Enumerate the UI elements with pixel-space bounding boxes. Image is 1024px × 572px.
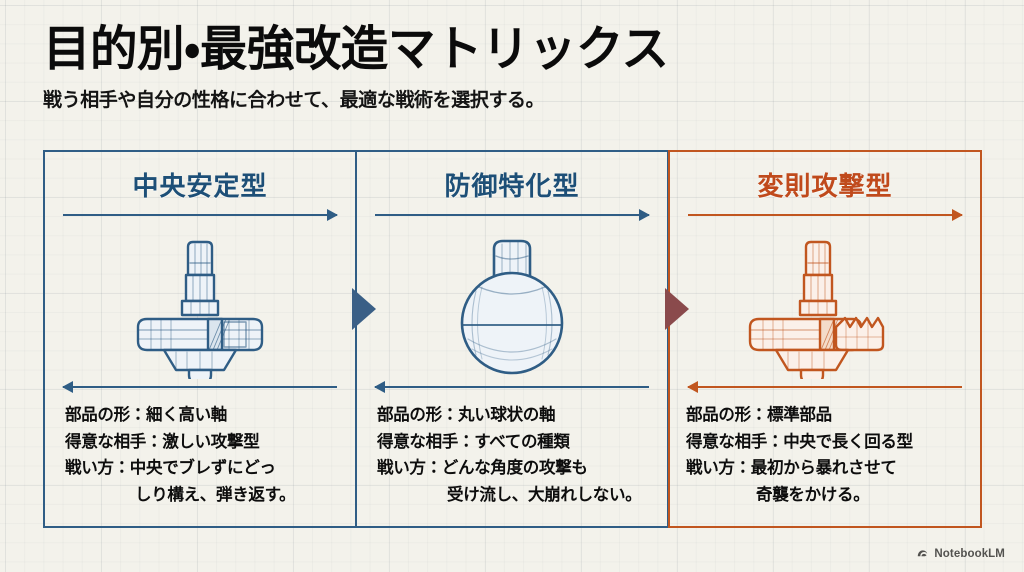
arrow-right-icon: [327, 209, 338, 221]
panel-title: 中央安定型: [132, 171, 268, 201]
panel-specs: 部品の形：丸い球状の軸 得意な相手：すべての種類 戦い方：どんな角度の攻撃も 受…: [377, 402, 655, 509]
arrow-left-icon: [687, 381, 698, 393]
arrow-line: [688, 214, 962, 216]
panel-arrow-bottom: [374, 381, 649, 393]
spec-parts: 部品の形：丸い球状の軸: [377, 406, 556, 424]
spec-matchup: 得意な相手：中央で長く回る型: [686, 432, 913, 451]
illustration-spinning-top-tall-shaft: [45, 224, 355, 382]
panel-specs: 部品の形：細く高い軸 得意な相手：激しい攻撃型 戦い方：中央でブレずにどっ しり…: [65, 402, 343, 509]
matrix-container: 中央安定型: [43, 150, 982, 528]
chevron-connector-2-3-icon: [665, 288, 689, 330]
panel-chuo-antei[interactable]: 中央安定型: [43, 150, 356, 528]
panel-arrow-bottom: [62, 381, 337, 393]
spec-tactics-line1: 戦い方：中央でブレずにどっ: [65, 459, 276, 478]
spec-tactics-line1: 戦い方：どんな角度の攻撃も: [377, 459, 588, 478]
panel-hensoku-kogeki[interactable]: 変則攻撃型: [668, 150, 982, 528]
notebooklm-watermark: NotebookLM: [916, 547, 1005, 560]
arrow-right-icon: [639, 209, 650, 221]
arrow-line: [63, 214, 337, 216]
chevron-connector-1-2-icon: [352, 288, 376, 330]
spec-matchup: 得意な相手：激しい攻撃型: [65, 432, 260, 451]
spec-matchup: 得意な相手：すべての種類: [377, 432, 570, 451]
arrow-line: [63, 386, 337, 388]
arrow-line: [688, 386, 962, 388]
panel-title: 変則攻撃型: [757, 171, 893, 201]
spec-tactics-line1: 戦い方：最初から暴れさせて: [686, 459, 897, 478]
panel-arrow-top: [375, 209, 650, 221]
panel-specs: 部品の形：標準部品 得意な相手：中央で長く回る型 戦い方：最初から暴れさせて 奇…: [686, 402, 968, 509]
spec-parts: 部品の形：標準部品: [686, 406, 832, 424]
spec-parts: 部品の形：細く高い軸: [65, 406, 228, 424]
panel-title: 防御特化型: [444, 171, 580, 201]
header: 目的別・最強改造マトリックス 戦う相手や自分の性格に合わせて、最適な戦術を選択す…: [43, 24, 983, 112]
spec-tactics-line2: 受け流し、大崩れしない。: [447, 486, 642, 505]
arrow-left-icon: [62, 381, 73, 393]
panel-arrow-bottom: [687, 381, 962, 393]
arrow-left-icon: [374, 381, 385, 393]
arrow-line: [375, 214, 649, 216]
page-subtitle: 戦う相手や自分の性格に合わせて、最適な戦術を選択する。: [43, 89, 545, 111]
panel-arrow-top: [688, 209, 963, 221]
arrow-right-icon: [952, 209, 963, 221]
illustration-spinning-top-serrated: [670, 224, 980, 382]
notebooklm-icon: [916, 547, 929, 560]
panel-bogyo-tokka[interactable]: 防御特化型: [356, 150, 668, 528]
panel-arrow-top: [63, 209, 338, 221]
spec-tactics-line2: 奇襲をかける。: [756, 486, 870, 505]
spec-tactics-line2: しり構え、弾き返す。: [135, 486, 296, 505]
page-title: 目的別・最強改造マトリックス: [43, 23, 669, 76]
arrow-line: [375, 386, 649, 388]
illustration-spinning-top-ball: [357, 224, 667, 382]
notebooklm-label: NotebookLM: [934, 547, 1005, 560]
